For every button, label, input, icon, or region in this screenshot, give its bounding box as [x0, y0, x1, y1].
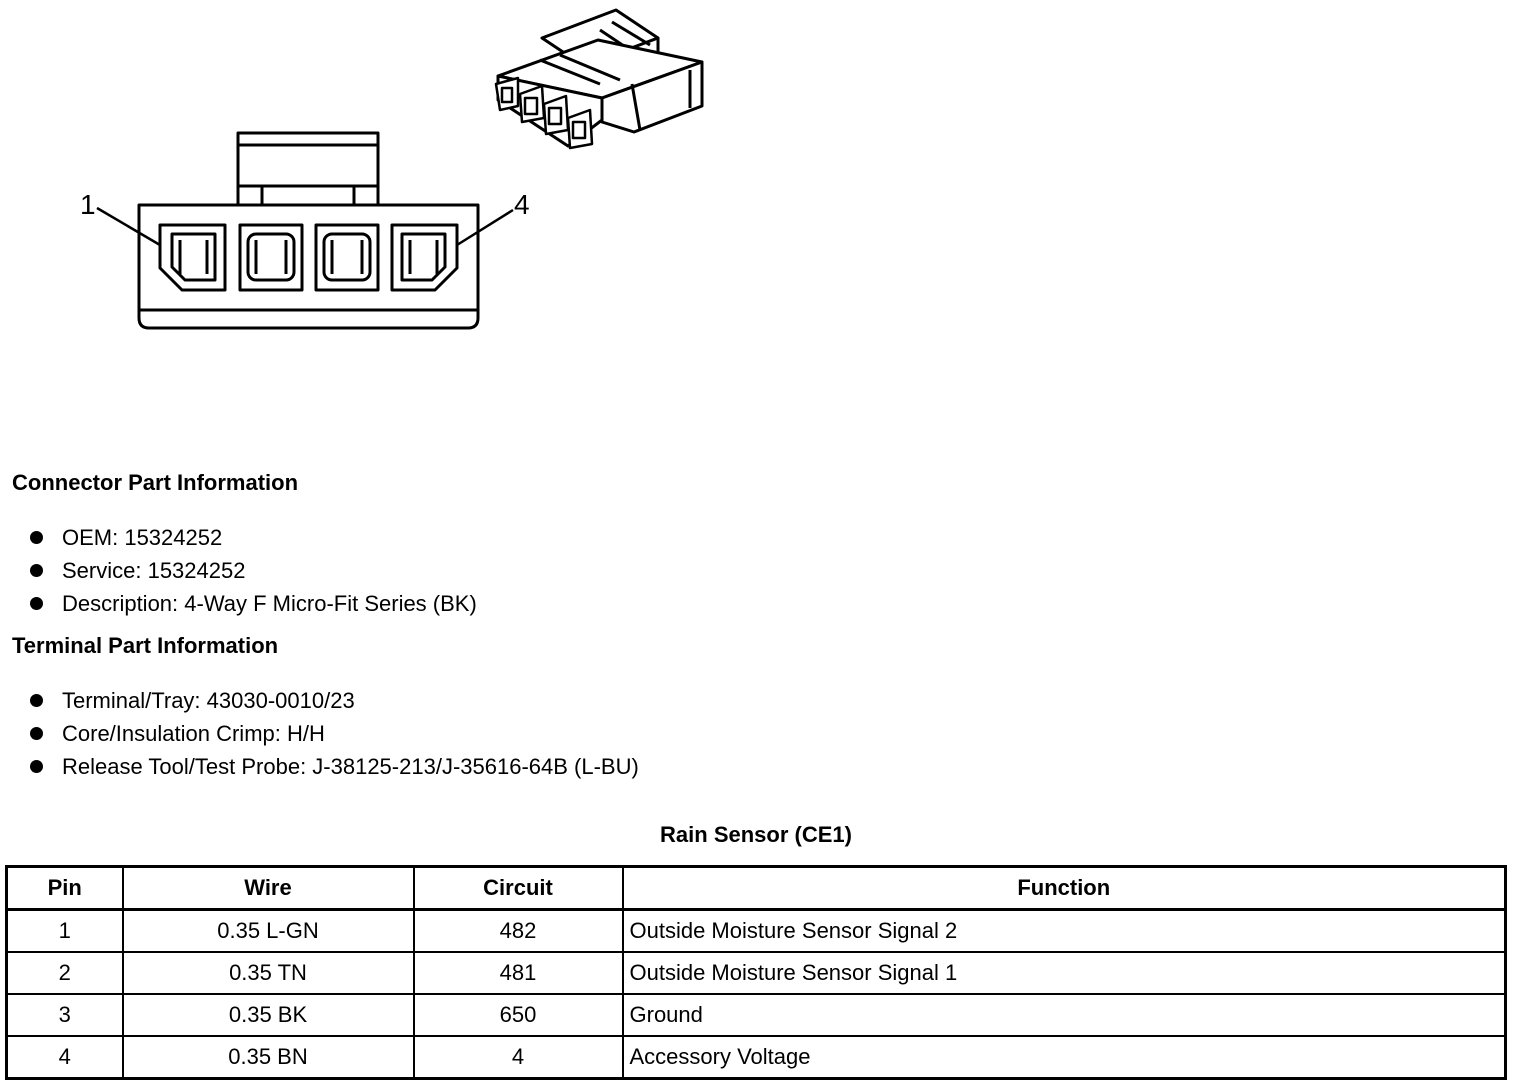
pin-4-label: 4	[514, 189, 530, 220]
column-header-circuit: Circuit	[412, 865, 624, 911]
pinout-table: Pin Wire Circuit Function 1 0.35 L-GN 48…	[5, 865, 1507, 1080]
wire-cell: 0.35 BK	[121, 993, 415, 1037]
list-item: OEM: 15324252	[28, 521, 477, 554]
table-row: 4 0.35 BN 4 Accessory Voltage	[5, 1035, 1507, 1080]
table-row: 2 0.35 TN 481 Outside Moisture Sensor Si…	[5, 951, 1507, 995]
pin-1-label: 1	[80, 189, 96, 220]
table-row: 1 0.35 L-GN 482 Outside Moisture Sensor …	[5, 908, 1507, 953]
list-item: Terminal/Tray: 43030-0010/23	[28, 684, 639, 717]
bullet-icon	[30, 564, 43, 577]
terminal-part-list: Terminal/Tray: 43030-0010/23 Core/Insula…	[28, 684, 639, 783]
bullet-icon	[30, 531, 43, 544]
pin-4-cavity	[390, 223, 459, 292]
pin-cell: 4	[5, 1035, 124, 1080]
connector-front-view	[96, 131, 514, 330]
wire-cell: 0.35 L-GN	[121, 908, 415, 953]
bullet-icon	[30, 597, 43, 610]
pin-2-cavity	[238, 223, 304, 292]
column-header-wire: Wire	[121, 865, 415, 911]
list-item: Release Tool/Test Probe: J-38125-213/J-3…	[28, 750, 639, 783]
table-title: Rain Sensor (CE1)	[660, 822, 852, 847]
wire-cell: 0.35 BN	[121, 1035, 415, 1080]
circuit-cell: 4	[412, 1035, 624, 1080]
connector-isometric-drawing	[494, 8, 704, 150]
pin-1-cavity	[158, 223, 227, 292]
circuit-cell: 482	[412, 908, 624, 953]
terminal-part-heading: Terminal Part Information	[12, 633, 279, 658]
wire-cell: 0.35 TN	[121, 951, 415, 995]
table-header-row: Pin Wire Circuit Function	[5, 865, 1507, 911]
connector-part-list: OEM: 15324252 Service: 15324252 Descript…	[28, 521, 477, 620]
function-cell: Outside Moisture Sensor Signal 1	[621, 951, 1507, 995]
column-header-pin: Pin	[5, 865, 124, 911]
list-item: Description: 4-Way F Micro-Fit Series (B…	[28, 587, 477, 620]
circuit-cell: 481	[412, 951, 624, 995]
function-cell: Ground	[621, 993, 1507, 1037]
pin-cell: 2	[5, 951, 124, 995]
pin-cell: 1	[5, 908, 124, 953]
connector-diagram: 1 4	[80, 8, 704, 330]
pin-cell: 3	[5, 993, 124, 1037]
column-header-function: Function	[621, 865, 1507, 911]
circuit-cell: 650	[412, 993, 624, 1037]
list-item: Core/Insulation Crimp: H/H	[28, 717, 639, 750]
pin-3-cavity	[314, 223, 380, 292]
bullet-icon	[30, 694, 43, 707]
table-row: 3 0.35 BK 650 Ground	[5, 993, 1507, 1037]
pin-4-leader	[456, 208, 514, 247]
bullet-icon	[30, 760, 43, 773]
connector-part-heading: Connector Part Information	[12, 470, 299, 495]
function-cell: Accessory Voltage	[621, 1035, 1507, 1080]
list-item: Service: 15324252	[28, 554, 477, 587]
function-cell: Outside Moisture Sensor Signal 2	[621, 908, 1507, 953]
bullet-icon	[30, 727, 43, 740]
pin-1-leader	[96, 206, 161, 247]
